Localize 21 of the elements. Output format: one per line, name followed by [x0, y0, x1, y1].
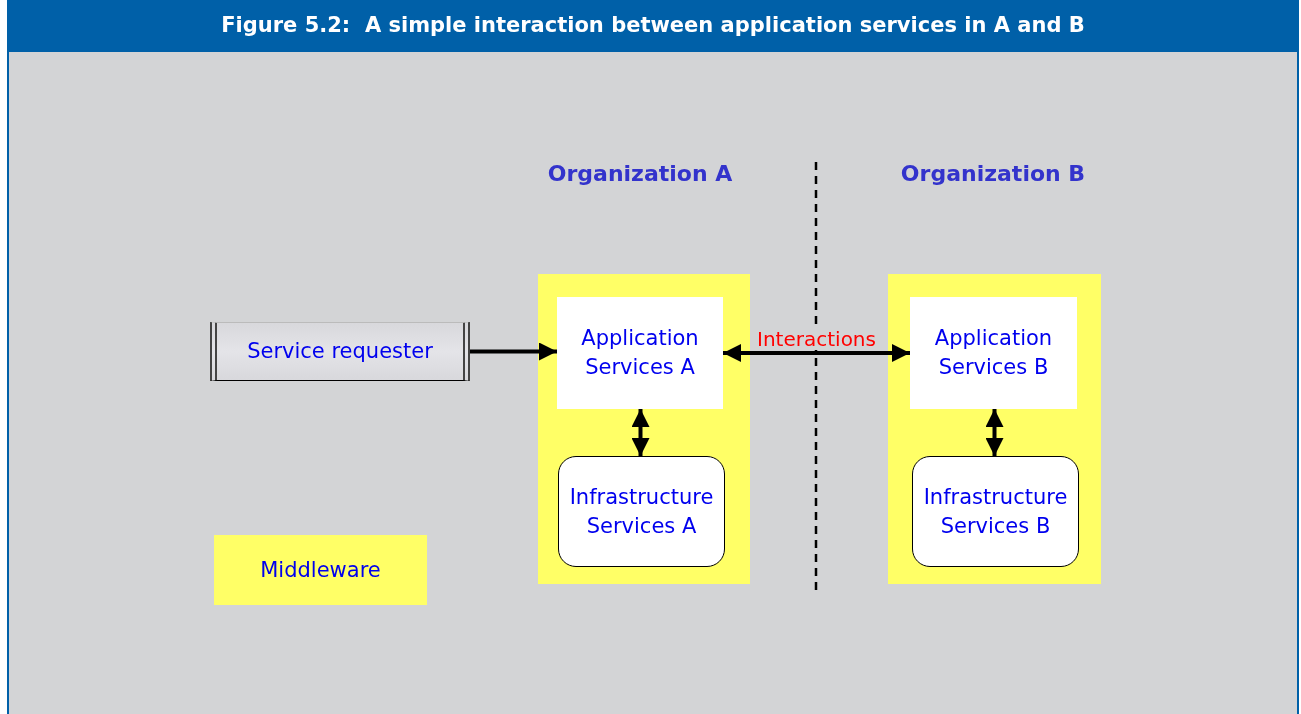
- box-shape: [888, 274, 1101, 584]
- box-shape: [538, 274, 750, 584]
- figure-title: Figure 5.2: A simple interaction between application services in A and B: [220, 13, 1086, 37]
- service-box: [557, 297, 723, 409]
- node-text: Infrastructure Services A: [568, 483, 715, 540]
- node-text: Application Services A: [580, 325, 700, 381]
- node-text: Application Services B: [933, 325, 1054, 381]
- node-text: Infrastructure Services B: [922, 483, 1069, 540]
- middleware-box: [214, 535, 427, 605]
- service-box: [912, 456, 1079, 567]
- organization-heading: Organization B: [900, 161, 1086, 186]
- arrow: [723, 344, 910, 362]
- organization-heading: Organization A: [547, 161, 733, 186]
- arrow: [470, 342, 557, 361]
- arrow: [985, 409, 1004, 456]
- service-box: [558, 456, 725, 567]
- scroll-banner: [210, 322, 470, 381]
- service-box: [910, 297, 1077, 409]
- node-text: Service requester: [247, 338, 433, 365]
- arrow: [631, 409, 650, 456]
- node-text: Middleware: [260, 556, 381, 584]
